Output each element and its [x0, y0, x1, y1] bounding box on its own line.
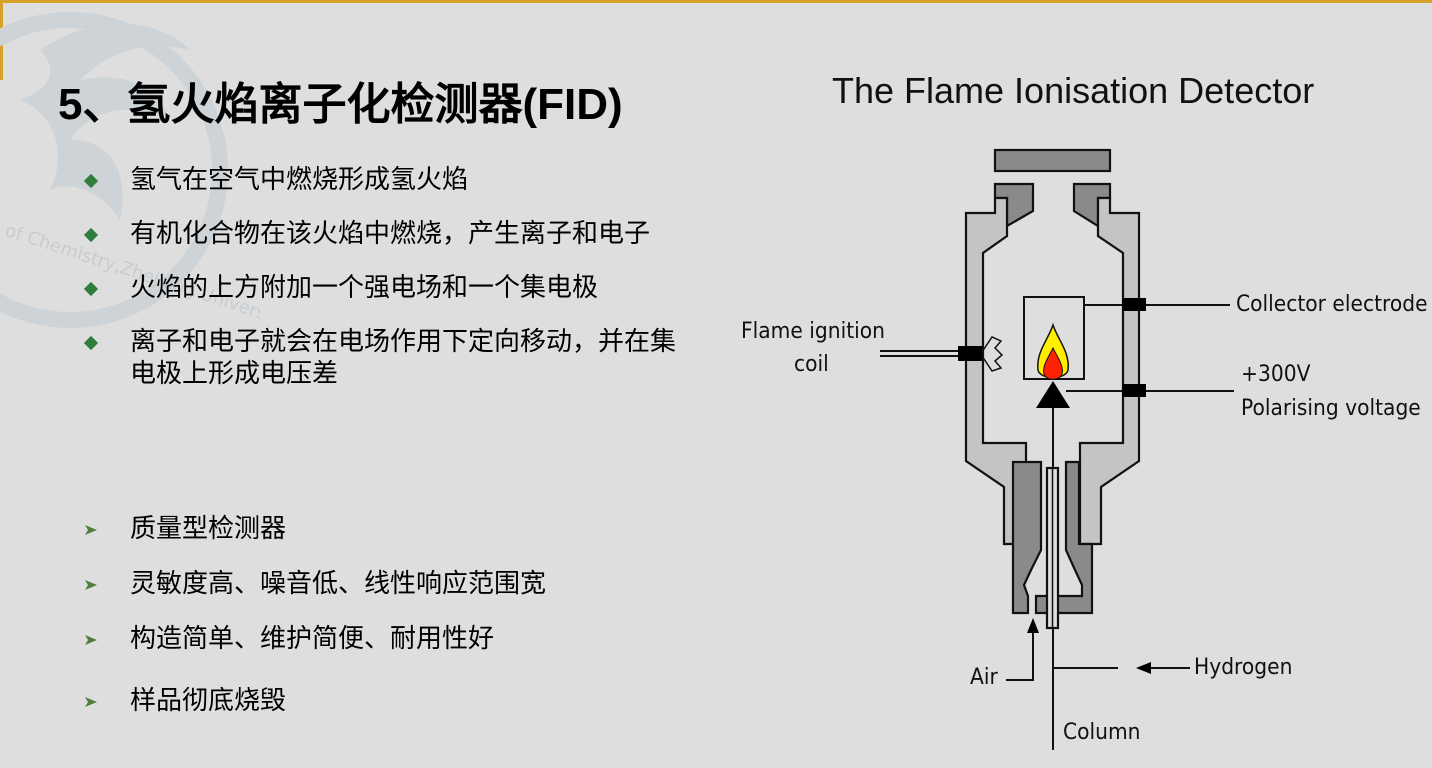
university-watermark-logo: of Chemistry,Zhejiang University	[0, 12, 260, 330]
right-wall	[1078, 196, 1141, 546]
list-item: 样品彻底烧毁	[80, 685, 690, 717]
slide-title: 5、氢火焰离子化检测器(FID)	[58, 80, 623, 129]
arrow-bullet-icon	[85, 697, 97, 707]
right-nozzle	[1034, 460, 1094, 615]
burner-jet	[1036, 381, 1070, 408]
top-plate	[993, 148, 1112, 173]
top-accent-border	[0, 0, 1432, 3]
arrow-bullet-icon	[85, 525, 97, 535]
air-label: Air	[970, 665, 998, 690]
list-item: 构造简单、维护简便、耐用性好	[80, 623, 690, 655]
collector-insulator	[1122, 298, 1146, 311]
arrow-bullet-icon	[85, 635, 97, 645]
list-item: 有机化合物在该火焰中燃烧，产生离子和电子	[80, 218, 690, 250]
flame-inner	[1043, 346, 1063, 380]
polarising-voltage-label: Polarising voltage	[1241, 396, 1421, 421]
air-arrow-icon	[1027, 618, 1039, 633]
ignition-coil-label-line2: coil	[794, 352, 829, 377]
list-item: 灵敏度高、噪音低、线性响应范围宽	[80, 568, 690, 600]
ignition-insulator	[958, 346, 982, 361]
hydrogen-label: Hydrogen	[1194, 655, 1293, 680]
arrow-bullet-icon	[85, 580, 97, 590]
collector-electrode-label: Collector electrode	[1236, 292, 1428, 317]
list-item: 火焰的上方附加一个强电场和一个集电极	[80, 272, 690, 304]
voltage-value-label: +300V	[1241, 362, 1311, 387]
column-label: Column	[1063, 720, 1141, 745]
diagram-title: The Flame Ionisation Detector	[832, 70, 1315, 111]
left-nozzle	[1011, 460, 1043, 615]
ignition-coil-icon	[981, 336, 1004, 372]
features-list: 质量型检测器 灵敏度高、噪音低、线性响应范围宽 构造简单、维护简便、耐用性好 样…	[80, 513, 690, 717]
list-item: 氢气在空气中燃烧形成氢火焰	[80, 164, 690, 196]
hydrogen-arrow-icon	[1136, 662, 1151, 674]
list-item: 质量型检测器	[80, 513, 690, 545]
principles-list: 氢气在空气中燃烧形成氢火焰 有机化合物在该火焰中燃烧，产生离子和电子 火焰的上方…	[80, 164, 690, 390]
ignition-coil-label-line1: Flame ignition	[741, 319, 885, 344]
list-item: 离子和电子就会在电场作用下定向移动，并在集电极上形成电压差	[80, 326, 690, 390]
air-line	[1006, 630, 1034, 681]
polarising-insulator	[1122, 384, 1146, 397]
